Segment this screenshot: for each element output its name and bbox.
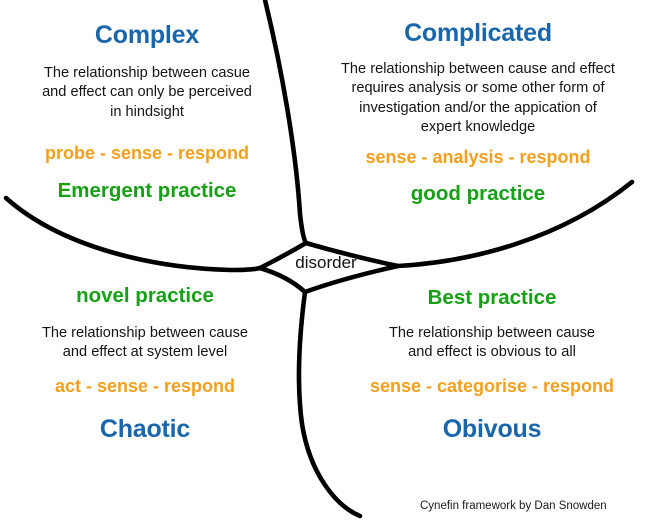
body-line: requires analysis or some other form of — [351, 80, 605, 97]
quadrant-chaotic-title: Chaotic — [99, 415, 191, 444]
quadrant-complex-practice: Emergent practice — [57, 178, 237, 202]
quadrant-obvious-practice: Best practice — [427, 286, 557, 309]
quadrant-complicated-body: The relationship between cause and effec… — [300, 60, 656, 138]
quadrant-complicated-practice: good practice — [410, 182, 546, 206]
body-line: expert knowledge — [420, 119, 536, 136]
quadrant-chaotic-body: The relationship between cause and effec… — [0, 324, 290, 363]
quadrant-obvious-title: Obivous — [442, 415, 542, 444]
center-disorder-label: disorder — [295, 253, 357, 272]
quadrant-chaotic: novel practice The relationship between … — [0, 284, 290, 444]
body-line: and effect can only be perceived — [42, 84, 252, 101]
attribution-text: Cynefin framework by Dan Snowden — [420, 500, 607, 512]
body-line: and effect at system level — [62, 344, 228, 361]
body-line: in hindsight — [110, 103, 184, 120]
quadrant-chaotic-action: act - sense - respond — [54, 375, 236, 396]
quadrant-complex-body: The relationship between casue and effec… — [2, 64, 292, 123]
body-line: The relationship between cause and effec… — [341, 60, 615, 77]
quadrant-complex-title: Complex — [94, 21, 200, 49]
quadrant-chaotic-practice: novel practice — [76, 284, 214, 307]
body-line: The relationship between cause — [388, 324, 596, 341]
quadrant-obvious: Best practice The relationship between c… — [332, 286, 652, 444]
body-line: investigation and/or the appication of — [359, 99, 597, 116]
divider-left-horizontal — [3, 195, 263, 273]
body-line: The relationship between casue — [43, 64, 251, 81]
quadrant-complicated: Complicated The relationship between cau… — [300, 19, 656, 206]
quadrant-obvious-body: The relationship between cause and effec… — [332, 324, 652, 363]
quadrant-complex-action: probe - sense - respond — [44, 143, 250, 164]
quadrant-complicated-action: sense - analysis - respond — [365, 146, 591, 167]
body-line: and effect is obvious to all — [408, 344, 576, 361]
quadrant-complex: Complex The relationship between casue a… — [2, 21, 292, 202]
quadrant-obvious-action: sense - categorise - respond — [369, 375, 615, 396]
quadrant-complicated-title: Complicated — [404, 19, 552, 47]
body-line: The relationship between cause — [41, 324, 249, 341]
